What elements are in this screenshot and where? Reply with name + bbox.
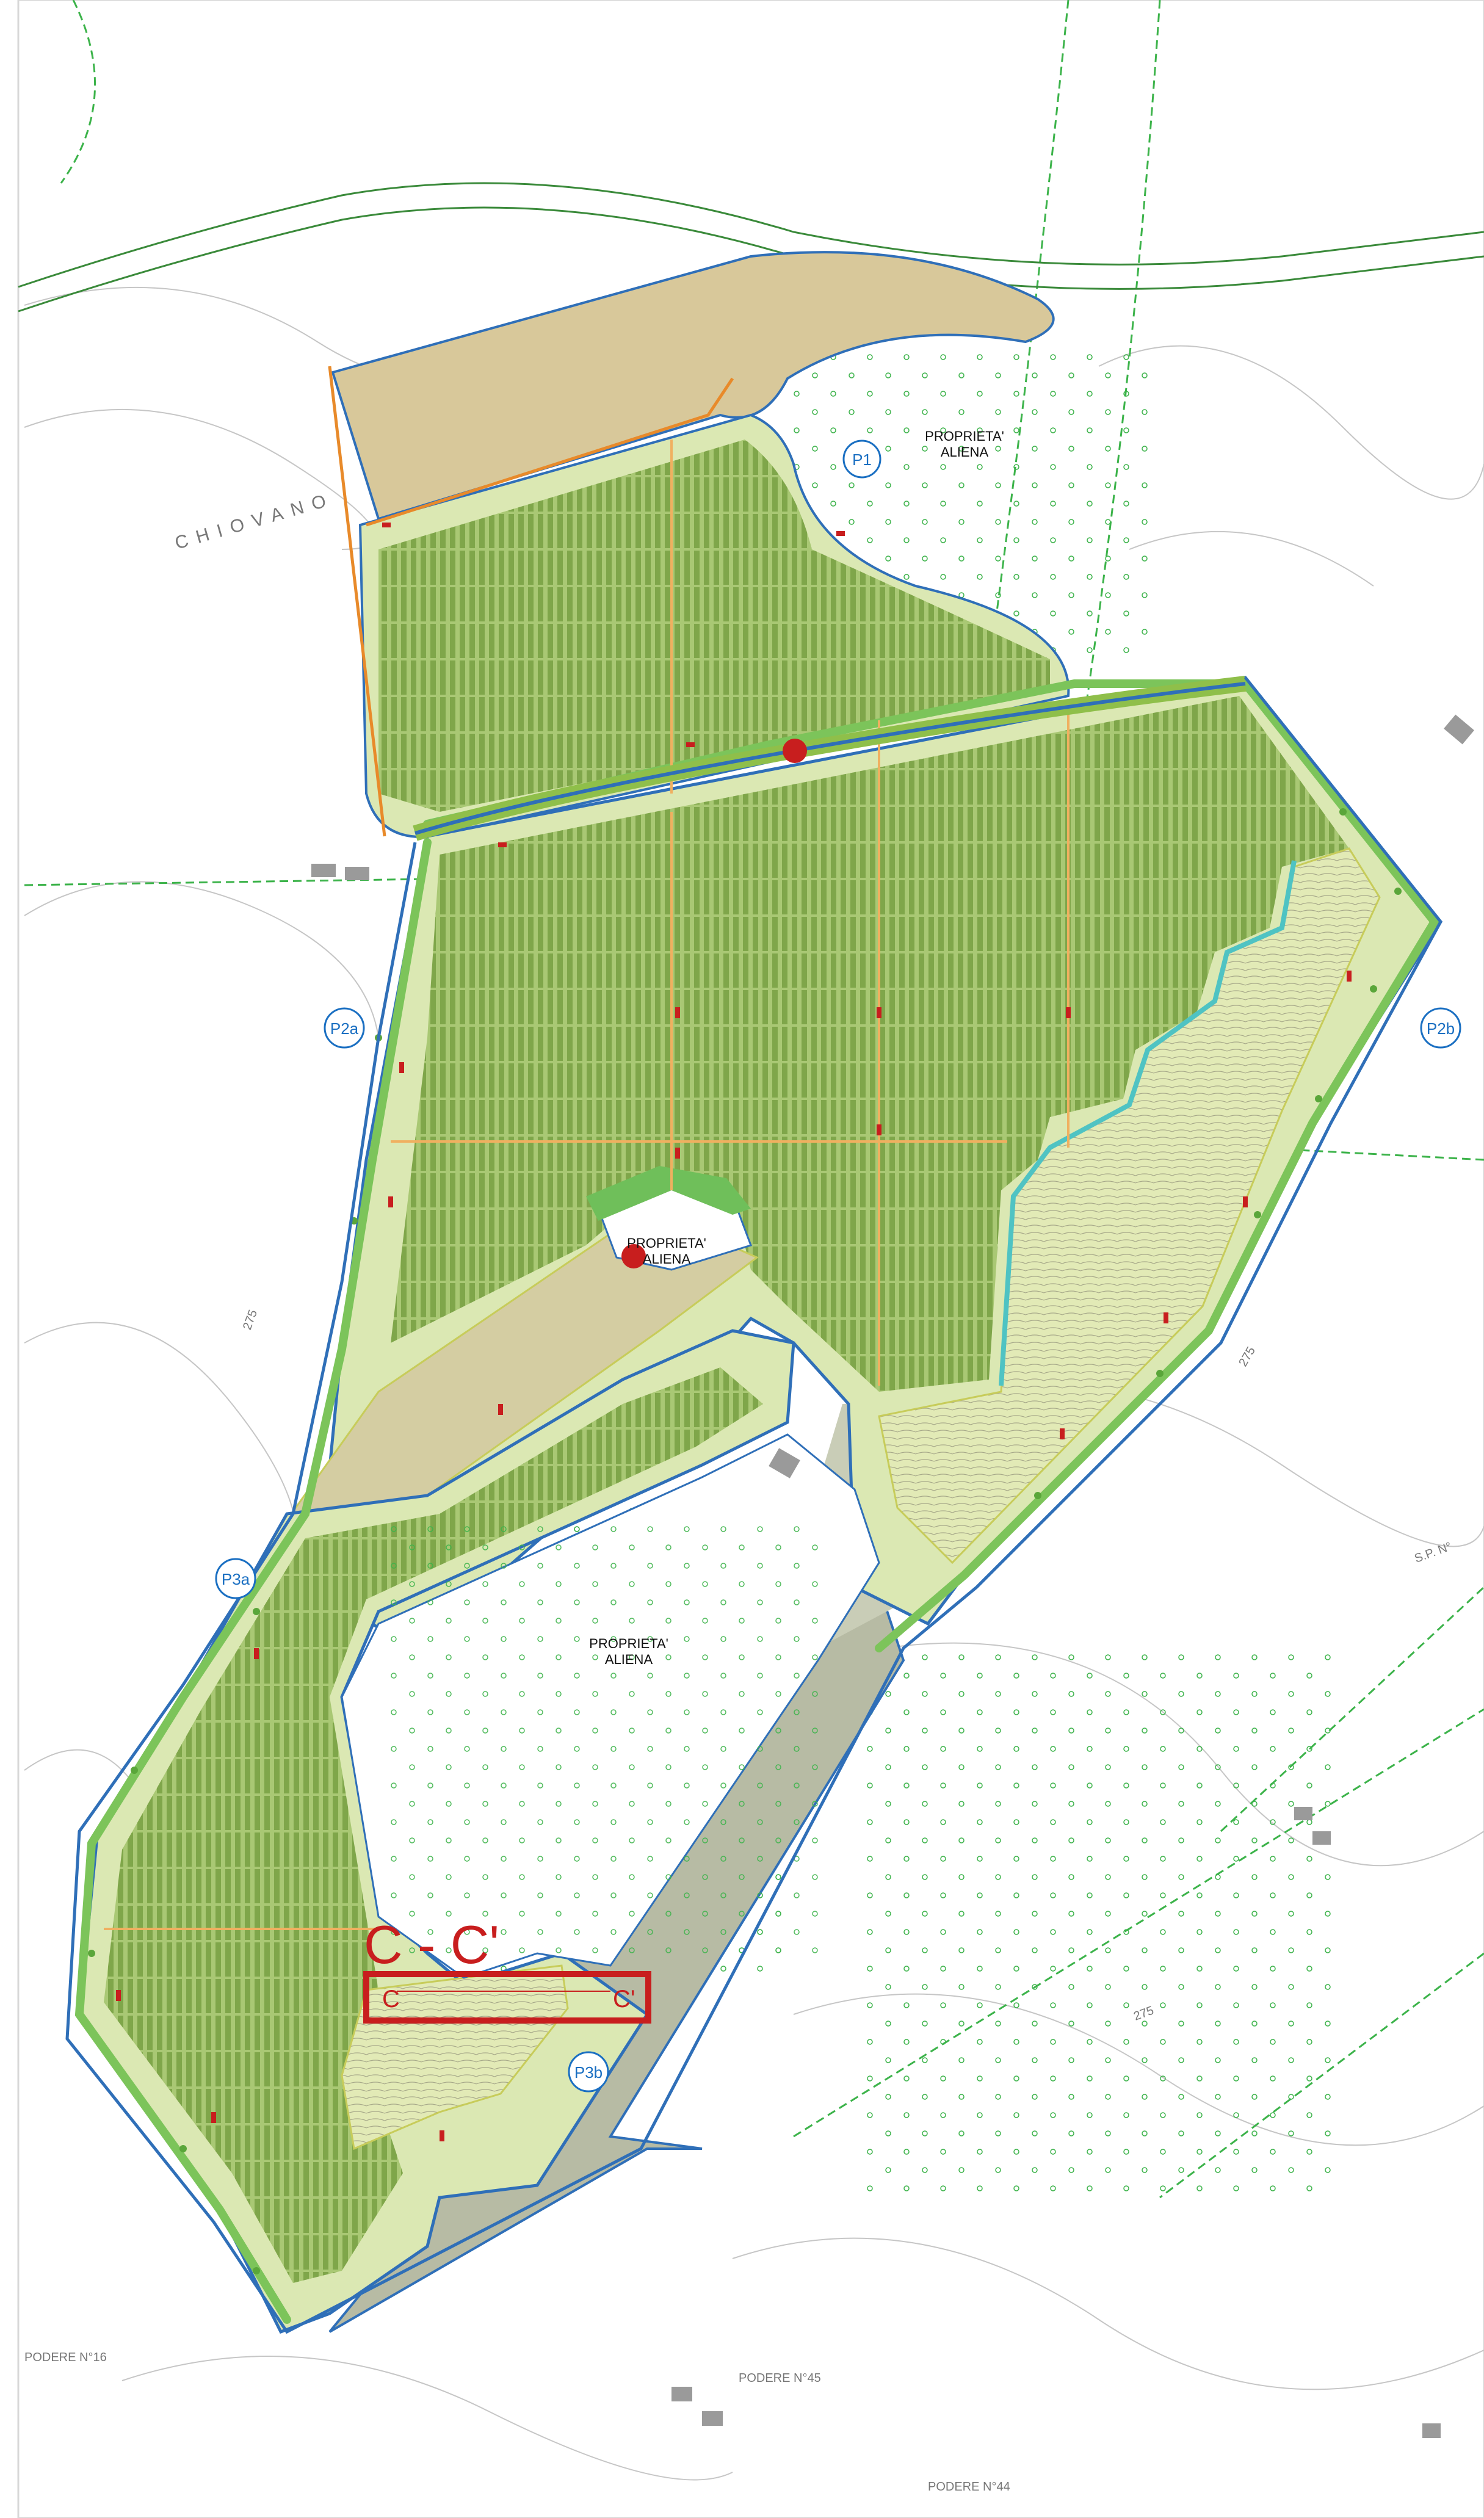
marker-red-center [621, 1244, 646, 1268]
hedge-dots [88, 808, 1402, 2274]
map-frame [17, 0, 1484, 2518]
label-proprieta-south: PROPRIETA' ALIENA [589, 1636, 668, 1667]
enclave-south-orchard [378, 1526, 818, 1953]
red-ticks [116, 523, 1352, 2141]
parcel-label-p2b: P2b [1420, 1007, 1461, 1049]
section-cut-c: C - C' C C' [363, 1914, 651, 2024]
boundary-blue-outer [65, 676, 1442, 2334]
enclave-central-hedge [586, 1166, 751, 1221]
stepped-edge-east [999, 860, 1297, 1386]
svg-text:P1: P1 [852, 450, 872, 469]
svg-text:C - C': C - C' [364, 1914, 499, 1975]
svg-text:PROPRIETA': PROPRIETA' [589, 1636, 668, 1651]
marker-red-north [783, 739, 807, 763]
label-podere-16: PODERE N°16 [24, 2351, 107, 2364]
buildings [311, 714, 1474, 2438]
svg-text:PROPRIETA': PROPRIETA' [925, 429, 1004, 444]
boundary-orange [328, 366, 734, 837]
svg-text:C': C' [613, 1986, 635, 2013]
label-podere-45: PODERE N°45 [739, 2371, 821, 2385]
label-proprieta-center: PROPRIETA' ALIENA [627, 1235, 706, 1267]
panel-field-south [104, 1367, 763, 2283]
svg-text:PROPRIETA': PROPRIETA' [627, 1235, 706, 1251]
parcel-label-p1: P1 [842, 440, 881, 479]
river [18, 182, 1484, 313]
label-proprieta-north: PROPRIETA' ALIENA [925, 429, 1004, 460]
parcel-label-p3b: P3b [568, 2051, 609, 2093]
svg-text:P2a: P2a [330, 1019, 359, 1038]
label-podere-44: PODERE N°44 [928, 2480, 1010, 2494]
svg-text:P3b: P3b [574, 2063, 603, 2082]
internal-roads [104, 440, 1070, 1930]
svg-text:ALIENA: ALIENA [605, 1652, 653, 1667]
parcel-label-p3a: P3a [215, 1558, 256, 1599]
svg-text:P2b: P2b [1427, 1019, 1455, 1038]
orchard-southeast [855, 1648, 1343, 2198]
svg-text:P3a: P3a [222, 1570, 250, 1588]
zone-tan-north [331, 251, 1055, 521]
svg-text:ALIENA: ALIENA [643, 1251, 691, 1267]
parcel-label-p2a: P2a [324, 1007, 365, 1049]
svg-text:C: C [382, 1986, 400, 2013]
svg-text:ALIENA: ALIENA [941, 444, 989, 460]
panel-field-main [391, 696, 1349, 1392]
